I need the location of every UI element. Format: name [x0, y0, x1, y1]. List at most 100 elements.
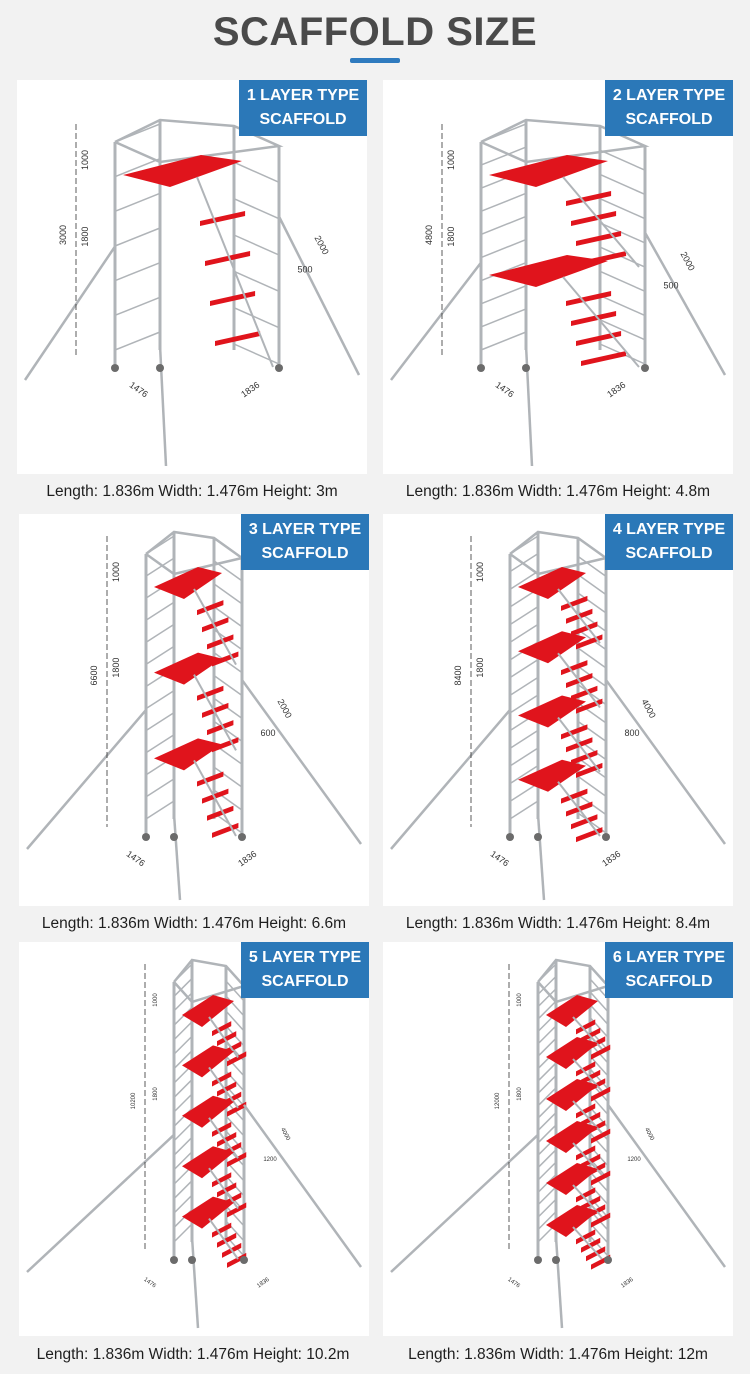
stair-tread: [227, 1252, 247, 1268]
stair-tread: [197, 600, 224, 616]
frame-rung: [589, 1235, 609, 1257]
layer-type-badge: 5 LAYER TYPE SCAFFOLD: [241, 942, 369, 998]
dimensions-caption-3: Length: 1.836m Width: 1.476m Height: 6.6…: [41, 915, 347, 932]
outrigger-front: [554, 1236, 564, 1329]
dimensions-caption-4: Length: 1.836m Width: 1.476m Height: 8.4…: [405, 915, 711, 932]
stair-tread: [571, 750, 598, 766]
frame-rung: [480, 192, 527, 213]
castor-wheel: [188, 1256, 196, 1264]
frame-rung: [599, 149, 646, 171]
frame-rung: [589, 1055, 609, 1077]
castor-wheel: [604, 1256, 612, 1264]
outrigger-right: [643, 231, 727, 376]
dimension-label-length: 1836: [600, 849, 622, 869]
platform-deck: [546, 1079, 598, 1111]
frame-rung: [173, 1093, 193, 1113]
frame-rung: [537, 1112, 557, 1132]
frame-rung: [577, 720, 607, 742]
platform-deck: [182, 1196, 234, 1229]
stair-tread: [576, 1229, 596, 1245]
top-guard-rail: [114, 118, 284, 164]
dimension-label-mid: 1800: [111, 658, 121, 678]
frame-rung: [213, 606, 243, 628]
stair-tread: [205, 251, 251, 266]
stair-tread: [576, 1103, 596, 1119]
castor-wheel: [156, 364, 164, 372]
badge-line-1: 6 LAYER TYPE: [612, 949, 726, 966]
frame-rung: [114, 157, 161, 178]
dimension-label-total: 10200: [131, 1092, 137, 1109]
frame-rung: [537, 1149, 557, 1169]
frame-rung: [599, 270, 646, 293]
castor-wheel: [641, 364, 649, 372]
frame-rung: [173, 1079, 193, 1099]
frame-rung: [509, 729, 539, 749]
frame-rung: [173, 1223, 193, 1243]
frame-rung: [173, 1021, 193, 1041]
dimension-label-outrigger-length: 2000: [679, 250, 697, 272]
dimension-label-width: 1476: [142, 1277, 157, 1290]
frame-rung: [589, 1171, 609, 1193]
stair-tread: [576, 231, 622, 246]
top-guard-rail: [509, 530, 609, 576]
frame-rung: [145, 601, 175, 621]
dimension-label-top: 1000: [446, 150, 456, 170]
stair-tread: [202, 702, 229, 718]
stair-stringer: [193, 759, 237, 837]
badge-line-1: 3 LAYER TYPE: [248, 521, 362, 538]
frame-rung: [145, 689, 175, 710]
frame-rung: [599, 294, 646, 317]
frame-rung: [509, 800, 539, 820]
outrigger-left: [26, 1133, 175, 1273]
stair-tread: [227, 1101, 247, 1117]
badge-line-1: 5 LAYER TYPE: [248, 949, 362, 966]
frame-rung: [213, 583, 243, 605]
frame-rung: [537, 1087, 557, 1107]
dimension-label-top: 1000: [475, 562, 485, 582]
stair-tread: [576, 1187, 596, 1203]
top-guard-rail: [145, 530, 245, 576]
frame-rung: [537, 1198, 557, 1218]
frame-rung: [589, 1184, 609, 1206]
dimension-label-top: 1000: [111, 562, 121, 582]
stair-tread: [561, 660, 588, 676]
dimension-label-width: 1476: [494, 380, 516, 400]
stair-stringer: [557, 716, 601, 773]
badge-line-2: SCAFFOLD: [625, 545, 713, 562]
dimension-label-length: 1836: [239, 380, 261, 400]
dimension-label-total: 4800: [424, 225, 434, 245]
frame-rung: [145, 734, 175, 754]
castor-wheel: [522, 364, 530, 372]
stair-tread: [576, 1145, 596, 1161]
outrigger-left: [390, 709, 511, 850]
castor-wheel: [552, 1256, 560, 1264]
castor-wheel: [111, 364, 119, 372]
castor-wheel: [170, 1256, 178, 1264]
frame-rung: [599, 173, 646, 196]
frame-rung: [145, 623, 175, 643]
frame-rung: [213, 651, 243, 674]
castor-wheel: [240, 1256, 248, 1264]
frame-rung: [213, 674, 243, 697]
platform-deck: [546, 1163, 598, 1195]
dimension-label-outrigger-length: 4000: [643, 1127, 655, 1142]
stair-stringer: [208, 1066, 239, 1109]
frame-rung: [509, 747, 539, 767]
dimensions-caption-6: Length: 1.836m Width: 1.476m Height: 12m: [408, 1346, 708, 1363]
frame-rung: [233, 270, 280, 293]
castor-wheel: [506, 833, 514, 841]
stair-tread: [561, 724, 588, 740]
dimension-label-outrigger-offset: 1200: [627, 1157, 641, 1163]
dimension-label-top: 1000: [80, 150, 90, 170]
stair-tread: [591, 1044, 611, 1060]
stair-tread: [586, 1246, 606, 1262]
dimension-label-outrigger-offset: 800: [624, 728, 639, 738]
frame-rung: [589, 1004, 609, 1026]
stair-stringer: [193, 588, 237, 666]
stair-tread: [207, 720, 234, 736]
